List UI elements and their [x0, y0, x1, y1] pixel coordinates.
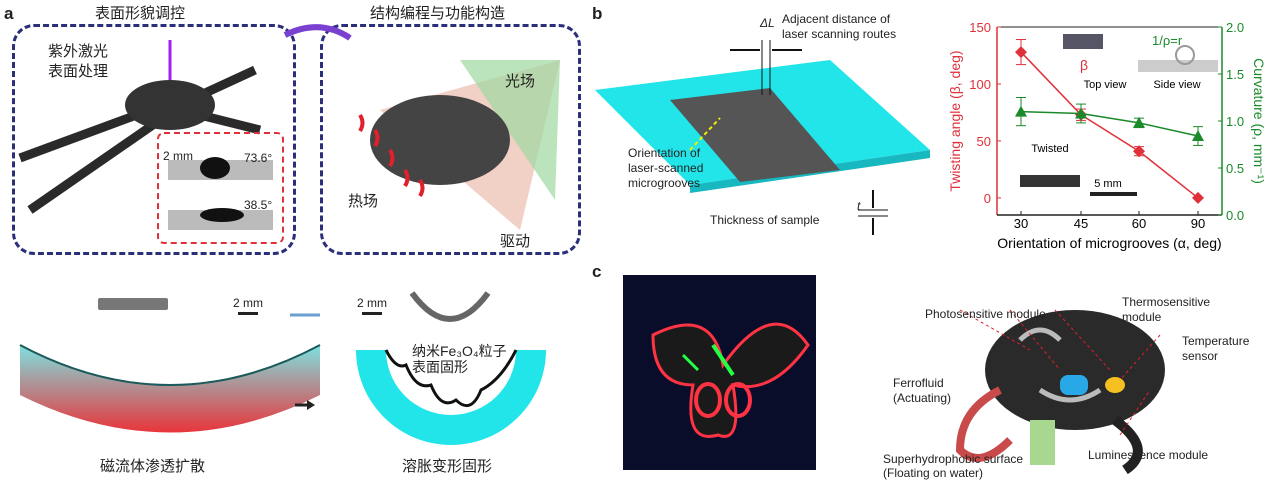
laser-text-2: 表面处理	[48, 63, 109, 80]
adjacent-text-2: laser scanning routes	[782, 27, 897, 41]
top-view-photo	[1063, 34, 1103, 49]
y-tick-label: 100	[969, 77, 991, 92]
arrow-icon	[283, 24, 352, 41]
twisted-label: Twisted	[1031, 143, 1068, 155]
series-line-0	[1020, 51, 1199, 199]
data-point-triangle	[1192, 130, 1204, 142]
structure-box	[320, 24, 581, 255]
twisted-photo	[1020, 175, 1080, 187]
data-point-triangle	[1075, 107, 1087, 119]
data-point-diamond	[1192, 191, 1204, 204]
y-tick-label: 150	[969, 20, 991, 35]
data-point-triangle	[1015, 105, 1027, 117]
y2-tick-label: 0.5	[1226, 161, 1244, 176]
laser-label: 紫外激光表面处理	[48, 42, 108, 82]
panel-label-b: b	[592, 4, 603, 23]
series-line-1	[1020, 110, 1199, 137]
scale-5mm-label: 5 mm	[1094, 178, 1122, 190]
x-tick-label: 60	[1132, 216, 1146, 231]
robot-fish	[370, 95, 510, 185]
delta-l-label: ΔL	[760, 16, 775, 30]
ferrofluid-caption: 磁流体渗透扩散	[100, 458, 206, 475]
temp-text-1: Temperature	[1182, 334, 1250, 348]
photosensitive-label: Photosensitive module	[925, 307, 1046, 321]
t-label: t	[857, 199, 861, 213]
y2-tick-label: 0.0	[1226, 208, 1244, 223]
arrow-right-icon	[307, 400, 315, 410]
super-text-2: (Floating on water)	[883, 466, 984, 480]
orient-text-3: microgrooves	[628, 176, 701, 190]
swell-caption: 溶胀变形固形	[402, 458, 493, 475]
scale-label-2: 2 mm	[233, 296, 263, 310]
top-view-label: Top view	[1084, 79, 1127, 91]
robot-turtle-graphic	[955, 309, 1165, 475]
flat-strip	[98, 298, 168, 310]
panel-b-diagram	[595, 40, 930, 235]
adjacent-text-1: Adjacent distance of	[782, 12, 891, 26]
swollen-cyan-strip	[356, 350, 546, 445]
y2-tick-label: 1.0	[1226, 114, 1244, 129]
panel-a-graphics	[18, 24, 560, 445]
luminescence-label: Luminescence module	[1088, 448, 1209, 462]
light-field-label: 光场	[505, 73, 536, 90]
angle-label-1: 73.6°	[244, 151, 273, 165]
heat-field-label: 热场	[348, 193, 379, 210]
y2-tick-label: 2.0	[1226, 20, 1244, 35]
laser-text-1: 紫外激光	[48, 43, 109, 60]
data-point-triangle	[1133, 116, 1145, 128]
orient-text-2: laser-scanned	[628, 161, 704, 175]
ferrofluid-label: Ferrofluid(Actuating)	[893, 376, 951, 406]
side-view-label: Side view	[1153, 79, 1200, 91]
angle-label-2: 38.5°	[244, 198, 273, 212]
title-surface: 表面形貌调控	[95, 5, 186, 22]
patterned-sample	[125, 80, 215, 130]
panel-label-c: c	[592, 262, 602, 281]
orient-text-1: Orientation of	[628, 146, 701, 160]
side-view-loop	[1175, 45, 1195, 65]
superhydrophobic-label: Superhydrophobic surface(Floating on wat…	[883, 452, 1023, 480]
microgroove-region	[670, 88, 840, 182]
title-structure: 结构编程与功能构造	[370, 5, 506, 22]
drive-label: 驱动	[500, 233, 531, 250]
y2-tick-label: 1.5	[1226, 67, 1244, 82]
temp-text-2: sensor	[1182, 349, 1219, 363]
thermo-text-1: Thermosensitive	[1122, 295, 1211, 309]
scale-label-3: 2 mm	[357, 296, 387, 310]
side-view-photo	[1138, 60, 1218, 72]
y2-axis-title: Curvature (ρ, mm⁻¹)	[1251, 58, 1265, 184]
y-tick-label: 0	[984, 191, 991, 206]
panel-label-a: a	[4, 4, 14, 23]
super-text-1: Superhydrophobic surface	[883, 452, 1024, 466]
y-tick-label: 50	[977, 134, 991, 149]
bent-strip	[409, 291, 491, 322]
nano-text-2: 表面固形	[412, 359, 468, 375]
x-tick-label: 30	[1014, 216, 1028, 231]
twisting-curvature-chart: 30 45 60 90 0 50 100 150 0.0 0.5 1.0 1.5 2.0Orientat…	[947, 20, 1265, 251]
ferrofluid-gradient-strip	[20, 345, 320, 433]
scale-label: 2 mm	[163, 149, 193, 163]
beta-label: β	[1080, 57, 1088, 73]
scale-bar	[1090, 192, 1137, 196]
y-axis-title: Twisting angle (β, deg)	[947, 50, 963, 191]
contact-angle-box	[157, 132, 284, 244]
x-axis-title: Orientation of microgrooves (α, deg)	[997, 235, 1221, 251]
curvature-formula: 1/ρ=r	[1152, 33, 1183, 48]
thermo-text-2: module	[1122, 310, 1162, 324]
luminescent-butterfly-photo	[623, 275, 816, 470]
data-point-diamond	[1015, 46, 1027, 59]
nano-label: 纳米Fe₃O₄粒子表面固形	[412, 343, 507, 375]
x-tick-label: 45	[1074, 216, 1088, 231]
nano-text-1: 纳米Fe₃O₄粒子	[412, 343, 507, 359]
surface-box	[12, 24, 296, 255]
thickness-label: Thickness of sample	[710, 213, 820, 227]
data-point-diamond	[1133, 145, 1145, 158]
x-tick-label: 90	[1191, 216, 1205, 231]
ferro-text-1: Ferrofluid	[893, 376, 944, 390]
ferro-text-2: (Actuating)	[893, 391, 952, 405]
